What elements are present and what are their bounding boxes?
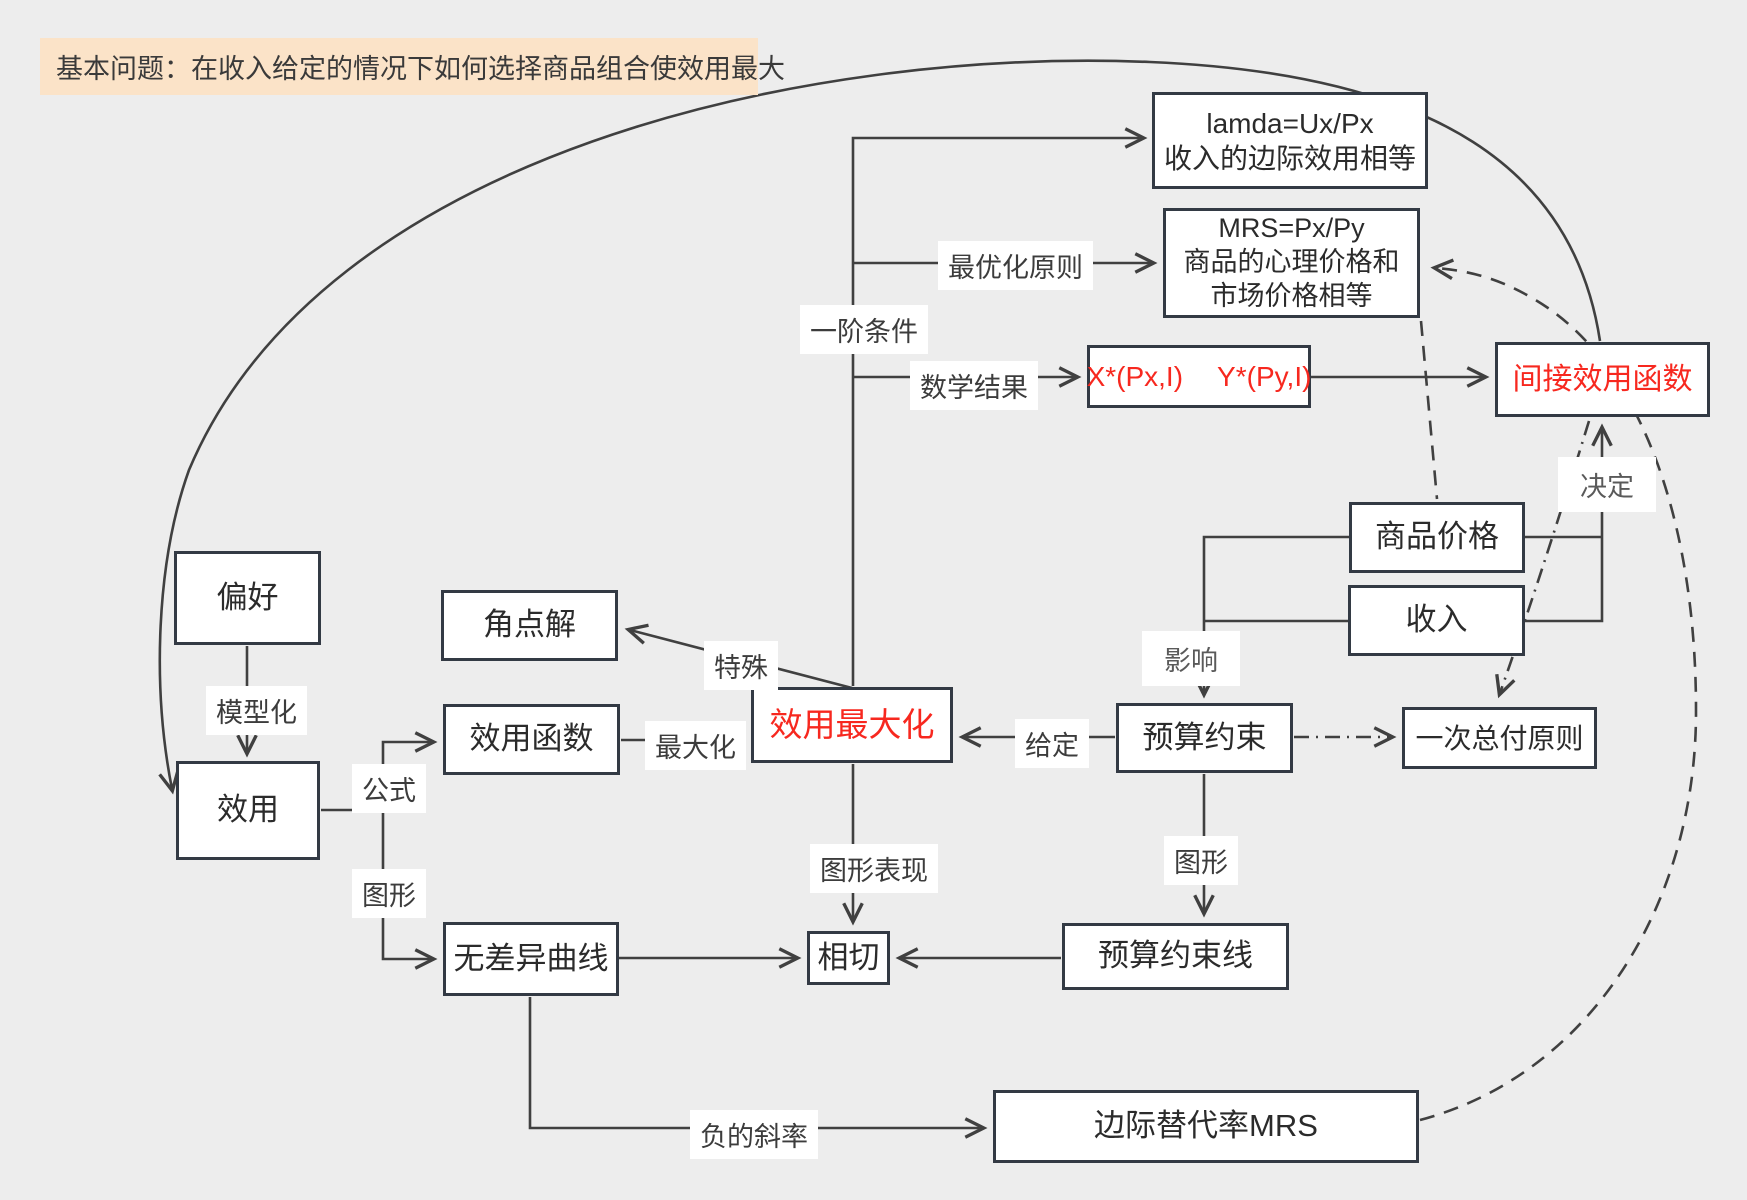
edge-label-modeling[interactable]: 模型化 [206,686,307,735]
edge-label-determine[interactable]: 决定 [1558,457,1656,512]
edge-label-special[interactable]: 特殊 [704,641,778,690]
node-mrs-eq-line2: 商品的心理价格和 [1183,247,1400,278]
node-lamda-line2: 收入的边际效用相等 [1163,142,1416,174]
node-tangency[interactable]: 相切 [807,931,890,985]
node-lump-sum-label: 一次总付原则 [1415,722,1584,754]
node-utility-function-label: 效用函数 [469,721,594,757]
edge-label-graph-formula[interactable]: 图形 [352,869,426,918]
node-demand-y: Y*(Py,I) [1217,361,1312,392]
node-goods-price[interactable]: 商品价格 [1349,502,1525,573]
node-corner-solution[interactable]: 角点解 [441,590,618,661]
node-mrs-eq[interactable]: MRS=Px/Py 商品的心理价格和 市场价格相等 [1163,208,1420,318]
edge-utility-to-indifference-curve [381,810,438,970]
node-utility-label: 效用 [217,792,279,828]
node-mrs[interactable]: 边际替代率MRS [993,1090,1419,1163]
node-mrs-label: 边际替代率MRS [1094,1108,1318,1144]
edge-label-math-result[interactable]: 数学结果 [910,361,1038,410]
node-utility[interactable]: 效用 [176,761,320,860]
edge-trunk-to-lamda [851,127,1148,686]
edge-label-graph-repr[interactable]: 图形表现 [810,844,938,893]
node-mrs-eq-line3: 市场价格相等 [1210,280,1373,311]
edge-label-first-order[interactable]: 一阶条件 [800,305,928,354]
node-corner-solution-label: 角点解 [483,607,576,643]
node-indirect-utility[interactable]: 间接效用函数 [1495,342,1710,417]
node-indirect-utility-label: 间接效用函数 [1512,362,1693,396]
node-preference-label: 偏好 [216,579,279,615]
node-demand-x: X*(Px,I) [1086,361,1184,392]
node-lump-sum[interactable]: 一次总付原则 [1402,707,1597,769]
node-lamda-line1: lamda=Ux/Px [1206,107,1374,139]
edge-label-maximize[interactable]: 最大化 [645,721,746,770]
edge-label-formula[interactable]: 公式 [352,764,426,813]
node-budget-line[interactable]: 预算约束线 [1062,923,1289,990]
node-mrs-eq-line1: MRS=Px/Py [1218,213,1365,244]
node-budget-constraint[interactable]: 预算约束 [1116,703,1293,773]
node-budget-constraint-label: 预算约束 [1142,719,1267,755]
node-utility-max[interactable]: 效用最大化 [751,687,953,763]
node-income-label: 收入 [1405,602,1468,638]
node-demand-functions[interactable]: X*(Px,I) Y*(Py,I) [1087,345,1311,408]
edge-indirect-utility-to-lump-sum-dashdot [1495,420,1591,699]
edge-label-negative-slope[interactable]: 负的斜率 [690,1110,818,1159]
node-goods-price-label: 商品价格 [1375,519,1499,555]
node-utility-function[interactable]: 效用函数 [443,704,620,775]
node-utility-max-label: 效用最大化 [769,706,935,744]
node-income[interactable]: 收入 [1348,585,1525,656]
edge-mrs-eq-to-goods-price-dashed [1419,320,1439,500]
node-demand-functions-content: X*(Px,I) Y*(Py,I) [1087,359,1312,394]
edge-label-optimization[interactable]: 最优化原则 [938,241,1093,290]
node-tangency-label: 相切 [817,939,880,975]
edge-mrs-to-mrs-eq-dashed [1419,258,1698,1122]
node-indifference-curve[interactable]: 无差异曲线 [443,922,619,996]
node-lamda[interactable]: lamda=Ux/Px 收入的边际效用相等 [1152,92,1428,189]
edge-indifference-curve-to-mrs [528,997,988,1139]
node-preference[interactable]: 偏好 [174,551,321,645]
edge-label-influence[interactable]: 影响 [1142,631,1240,686]
node-budget-line-label: 预算约束线 [1098,938,1253,974]
node-indifference-curve-label: 无差异曲线 [453,940,609,976]
edge-indirect-utility-to-utility-curve [158,59,1602,795]
title-banner: 基本问题：在收入给定的情况下如何选择商品组合使效用最大 [40,38,785,95]
edge-label-graph-right[interactable]: 图形 [1164,836,1238,885]
edge-label-given[interactable]: 给定 [1015,719,1089,768]
